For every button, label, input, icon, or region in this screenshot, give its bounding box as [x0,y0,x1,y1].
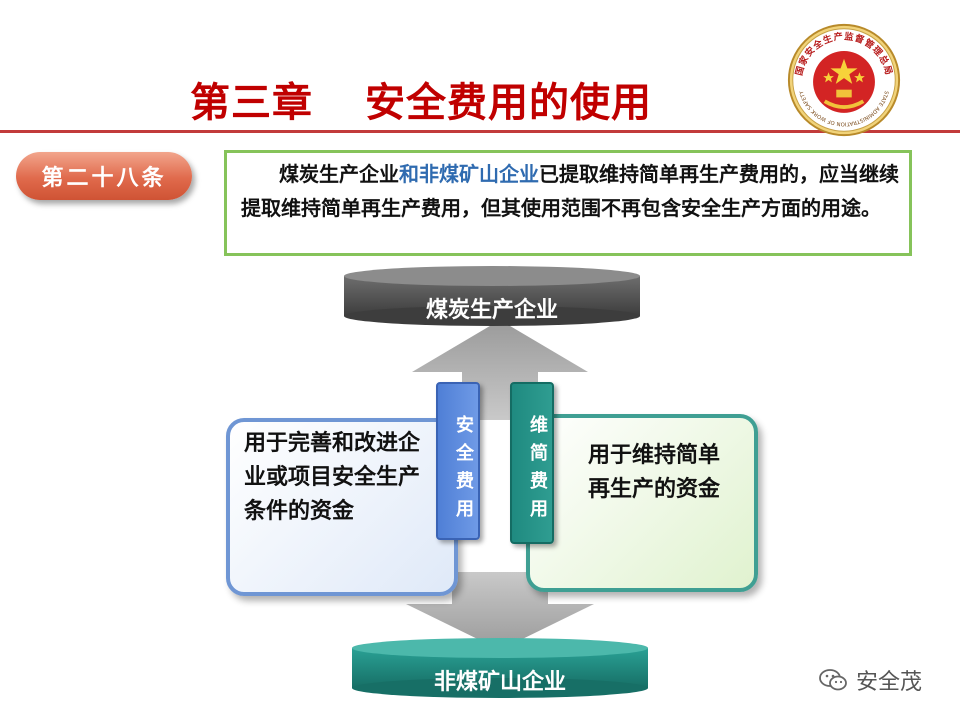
article-text-part2: 已提取维持简单再生产费用的，应当继续提取维持简单再生产费用，但其使用范围不再包含… [241,162,899,220]
bottom-node-label: 非煤矿山企业 [433,670,566,695]
safety-fee-label: 安全费用 [453,415,474,527]
right-panel-text: 用于维持简单再生产的资金 [588,442,721,502]
left-panel-text: 用于完善和改进企业或项目安全生产条件的资金 [244,430,421,524]
article-text-box: 煤炭生产企业和非煤矿山企业已提取维持简单再生产费用的，应当继续提取维持简单再生产… [224,150,912,256]
maintenance-fee-label: 维简费用 [527,415,548,527]
article-text-part1: 煤炭生产企业 [279,162,399,186]
watermark-text: 安全茂 [856,670,923,695]
emblem-logo: 国家安全生产监督管理总局 STATE ADMINISTRATION OF WOR… [787,23,901,137]
wechat-icon [819,669,847,691]
top-drum [344,266,640,326]
article-text-highlight: 和非煤矿山企业 [399,162,539,186]
right-panel [526,414,758,592]
article-badge: 第二十八条 [16,152,192,200]
title-divider [0,130,960,133]
maintenance-fee-tag [510,382,554,544]
slide-title: 第三章 安全费用的使用 [190,70,652,128]
chapter-topic: 安全费用的使用 [365,80,652,126]
top-node-label: 煤炭生产企业 [425,298,558,323]
up-arrow [412,320,588,420]
chapter-number: 第三章 [190,80,313,126]
bottom-drum [352,638,648,698]
safety-fee-tag [436,382,480,540]
left-panel [226,418,458,596]
watermark: 安全茂 [818,664,922,696]
